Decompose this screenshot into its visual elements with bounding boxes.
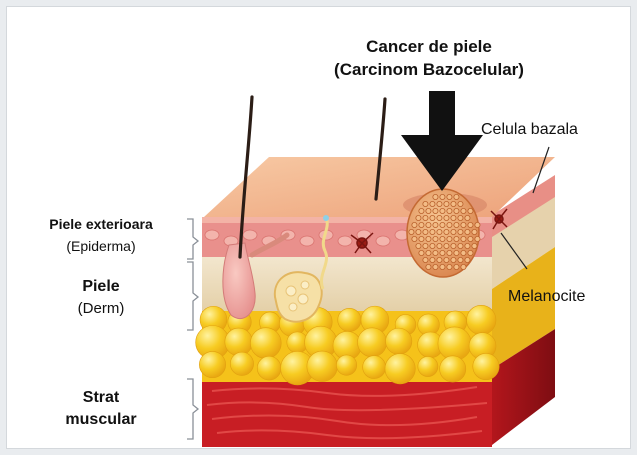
label-dermis-latin: (Derm) <box>51 300 151 317</box>
label-dermis: Piele <box>51 278 151 296</box>
diagram-title-line1: Cancer de piele <box>329 37 529 57</box>
bracket-muscle <box>187 379 198 439</box>
label-basal-cell: Celula bazala <box>481 121 578 139</box>
sebaceous-gland <box>275 272 322 322</box>
basal-cell-tumor <box>407 189 480 277</box>
label-melanocytes: Melanocite <box>508 288 585 306</box>
label-epidermis: Piele exterioara <box>15 216 187 232</box>
diagram-title-line2: (Carcinom Bazocelular) <box>303 60 555 80</box>
sweat-pore <box>323 215 329 221</box>
diagram-panel: Cancer de piele (Carcinom Bazocelular) C… <box>6 6 631 449</box>
label-muscle-line2: muscular <box>41 411 161 429</box>
label-epidermis-latin: (Epiderma) <box>15 238 187 254</box>
bracket-epidermis <box>187 219 198 259</box>
bracket-dermis <box>187 262 198 330</box>
label-muscle-line1: Strat <box>41 389 161 407</box>
